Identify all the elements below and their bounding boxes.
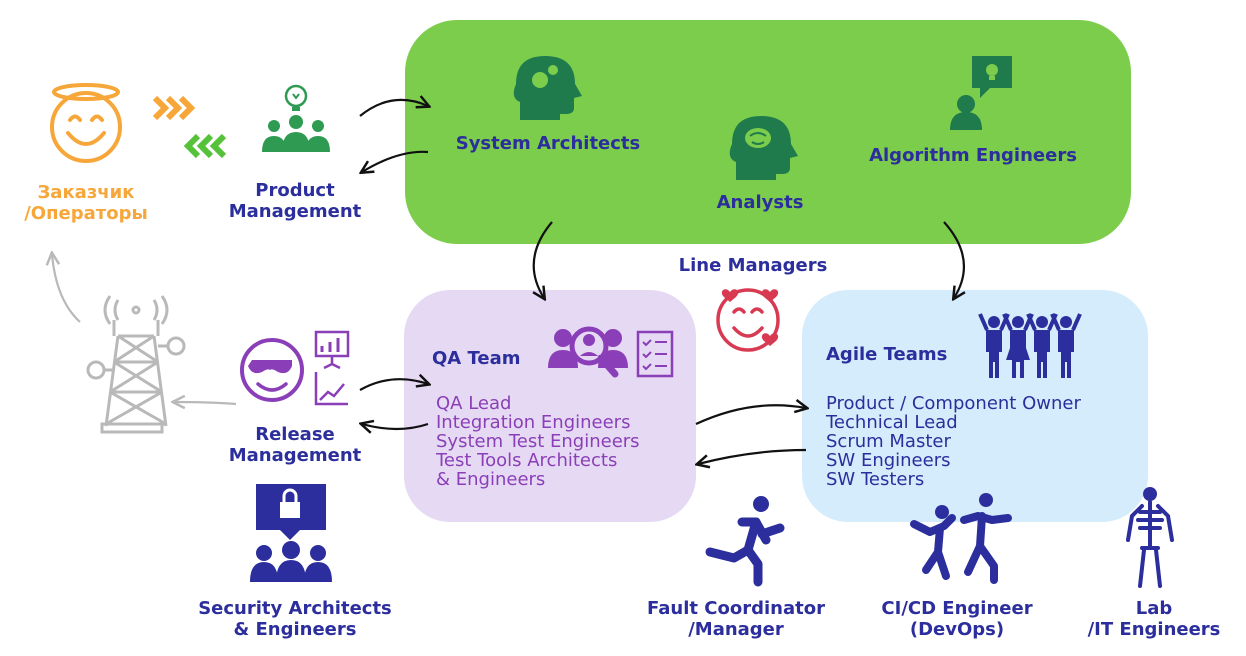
release-management-label: Release Management xyxy=(228,424,362,466)
arrow-arch-to-qa xyxy=(534,221,553,298)
team-search-checklist-icon xyxy=(548,326,674,378)
arrow-rm-to-tower xyxy=(174,402,237,404)
chevrons-left-icon xyxy=(183,133,227,159)
fault-coordinator-label: Fault Coordinator /Manager xyxy=(647,598,825,640)
cicd-label: CI/CD Engineer (DevOps) xyxy=(881,598,1033,640)
arrow-tower-to-customer xyxy=(52,254,81,323)
arrow-arch-to-agile xyxy=(943,221,964,298)
smiley-halo-icon xyxy=(50,83,122,163)
running-person-icon xyxy=(705,496,785,587)
hearts-icon xyxy=(721,289,779,346)
customer-label: Заказчик /Операторы xyxy=(24,182,148,224)
agile-teams-list: Product / Component Owner Technical Lead… xyxy=(826,393,1081,490)
qa-team-list: QA Lead Integration Engineers System Tes… xyxy=(436,393,640,490)
head-gears-icon xyxy=(513,56,582,120)
connector-arrows xyxy=(360,100,964,464)
qa-team-title: QA Team xyxy=(432,348,521,369)
arrow-pm-to-arch xyxy=(359,100,428,117)
analysts-label: Analysts xyxy=(716,192,804,213)
arrow-qa-to-agile xyxy=(695,405,806,425)
smiley-hearts-icon xyxy=(716,288,780,352)
algorithm-engineers-label: Algorithm Engineers xyxy=(869,145,1077,166)
lock-team-icon xyxy=(250,484,332,582)
skeleton-icon xyxy=(1126,487,1174,588)
security-label: Security Architects & Engineers xyxy=(198,598,392,640)
sunglasses-chart-icon xyxy=(240,330,350,406)
line-managers-label: Line Managers xyxy=(678,255,828,276)
arrow-agile-to-qa xyxy=(698,448,807,464)
lab-label: Lab /IT Engineers xyxy=(1087,598,1221,640)
chevrons-right-icon xyxy=(152,95,196,121)
cheering-team-icon xyxy=(978,313,1082,378)
arrow-rm-to-qa xyxy=(359,379,428,391)
arrow-qa-to-rm xyxy=(362,424,429,429)
head-brain-icon xyxy=(729,116,798,180)
radio-tower-icon xyxy=(86,295,186,434)
team-idea-icon xyxy=(262,84,330,152)
arrow-arch-to-pm xyxy=(362,150,429,172)
qa-team-box xyxy=(404,290,696,522)
person-lightbulb-icon xyxy=(950,56,1012,130)
dancing-people-icon xyxy=(910,493,1012,584)
gray-arrows xyxy=(52,254,237,404)
agile-teams-title: Agile Teams xyxy=(826,344,948,365)
system-architects-label: System Architects xyxy=(455,133,641,154)
product-management-label: Product Management xyxy=(228,180,362,222)
